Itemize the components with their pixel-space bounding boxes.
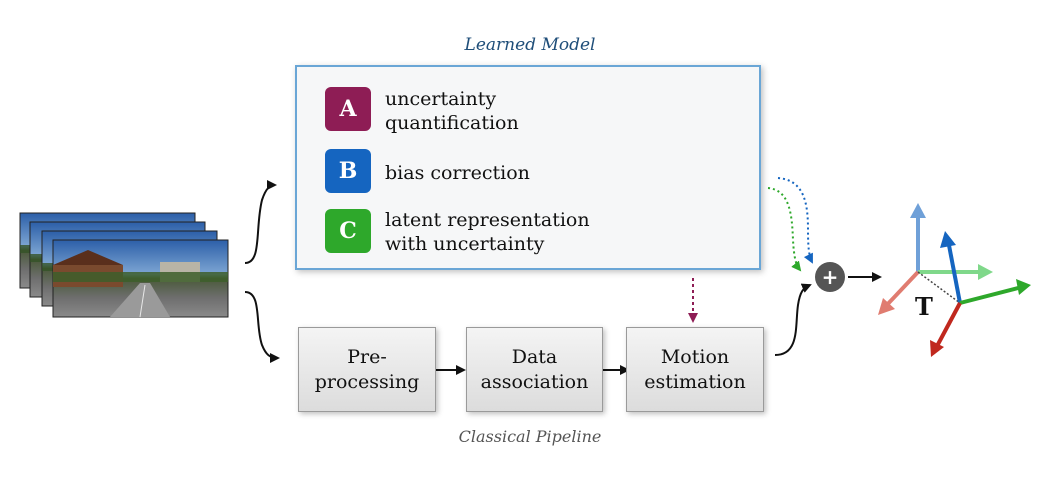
item-latent-representation: latent representation with uncertainty bbox=[385, 209, 590, 255]
step-data-association-label: Data association bbox=[480, 345, 589, 393]
item-bias-correction: bias correction bbox=[385, 162, 530, 184]
combine-symbol: + bbox=[822, 265, 839, 289]
step-motion-estimation: Motion estimation bbox=[626, 327, 764, 412]
badge-c: C bbox=[325, 209, 371, 253]
step-preprocessing: Pre- processing bbox=[298, 327, 436, 412]
badge-b: B bbox=[325, 149, 371, 193]
step-motion-estimation-label: Motion estimation bbox=[644, 345, 746, 393]
learned-model-title: Learned Model bbox=[464, 35, 596, 55]
step-data-association: Data association bbox=[466, 327, 603, 412]
arrow-to-learned-model bbox=[244, 180, 277, 264]
transform-label: T bbox=[915, 292, 933, 321]
classical-pipeline-title: Classical Pipeline bbox=[458, 427, 602, 446]
badge-a: A bbox=[325, 87, 371, 131]
learned-model-box: A uncertainty quantification B bias corr… bbox=[295, 65, 761, 270]
arrow-bias-to-combine bbox=[777, 177, 813, 264]
coordinate-frames-icon bbox=[878, 203, 1031, 357]
item-uncertainty-quantification: uncertainty quantification bbox=[385, 88, 519, 134]
combine-node: + bbox=[815, 262, 845, 292]
arrow-to-classical-pipeline bbox=[244, 291, 280, 363]
arrow-motion-to-combine bbox=[774, 283, 812, 356]
image-stack-icon bbox=[19, 212, 229, 318]
arrow-latent-to-combine bbox=[767, 187, 802, 272]
step-preprocessing-label: Pre- processing bbox=[314, 345, 420, 393]
